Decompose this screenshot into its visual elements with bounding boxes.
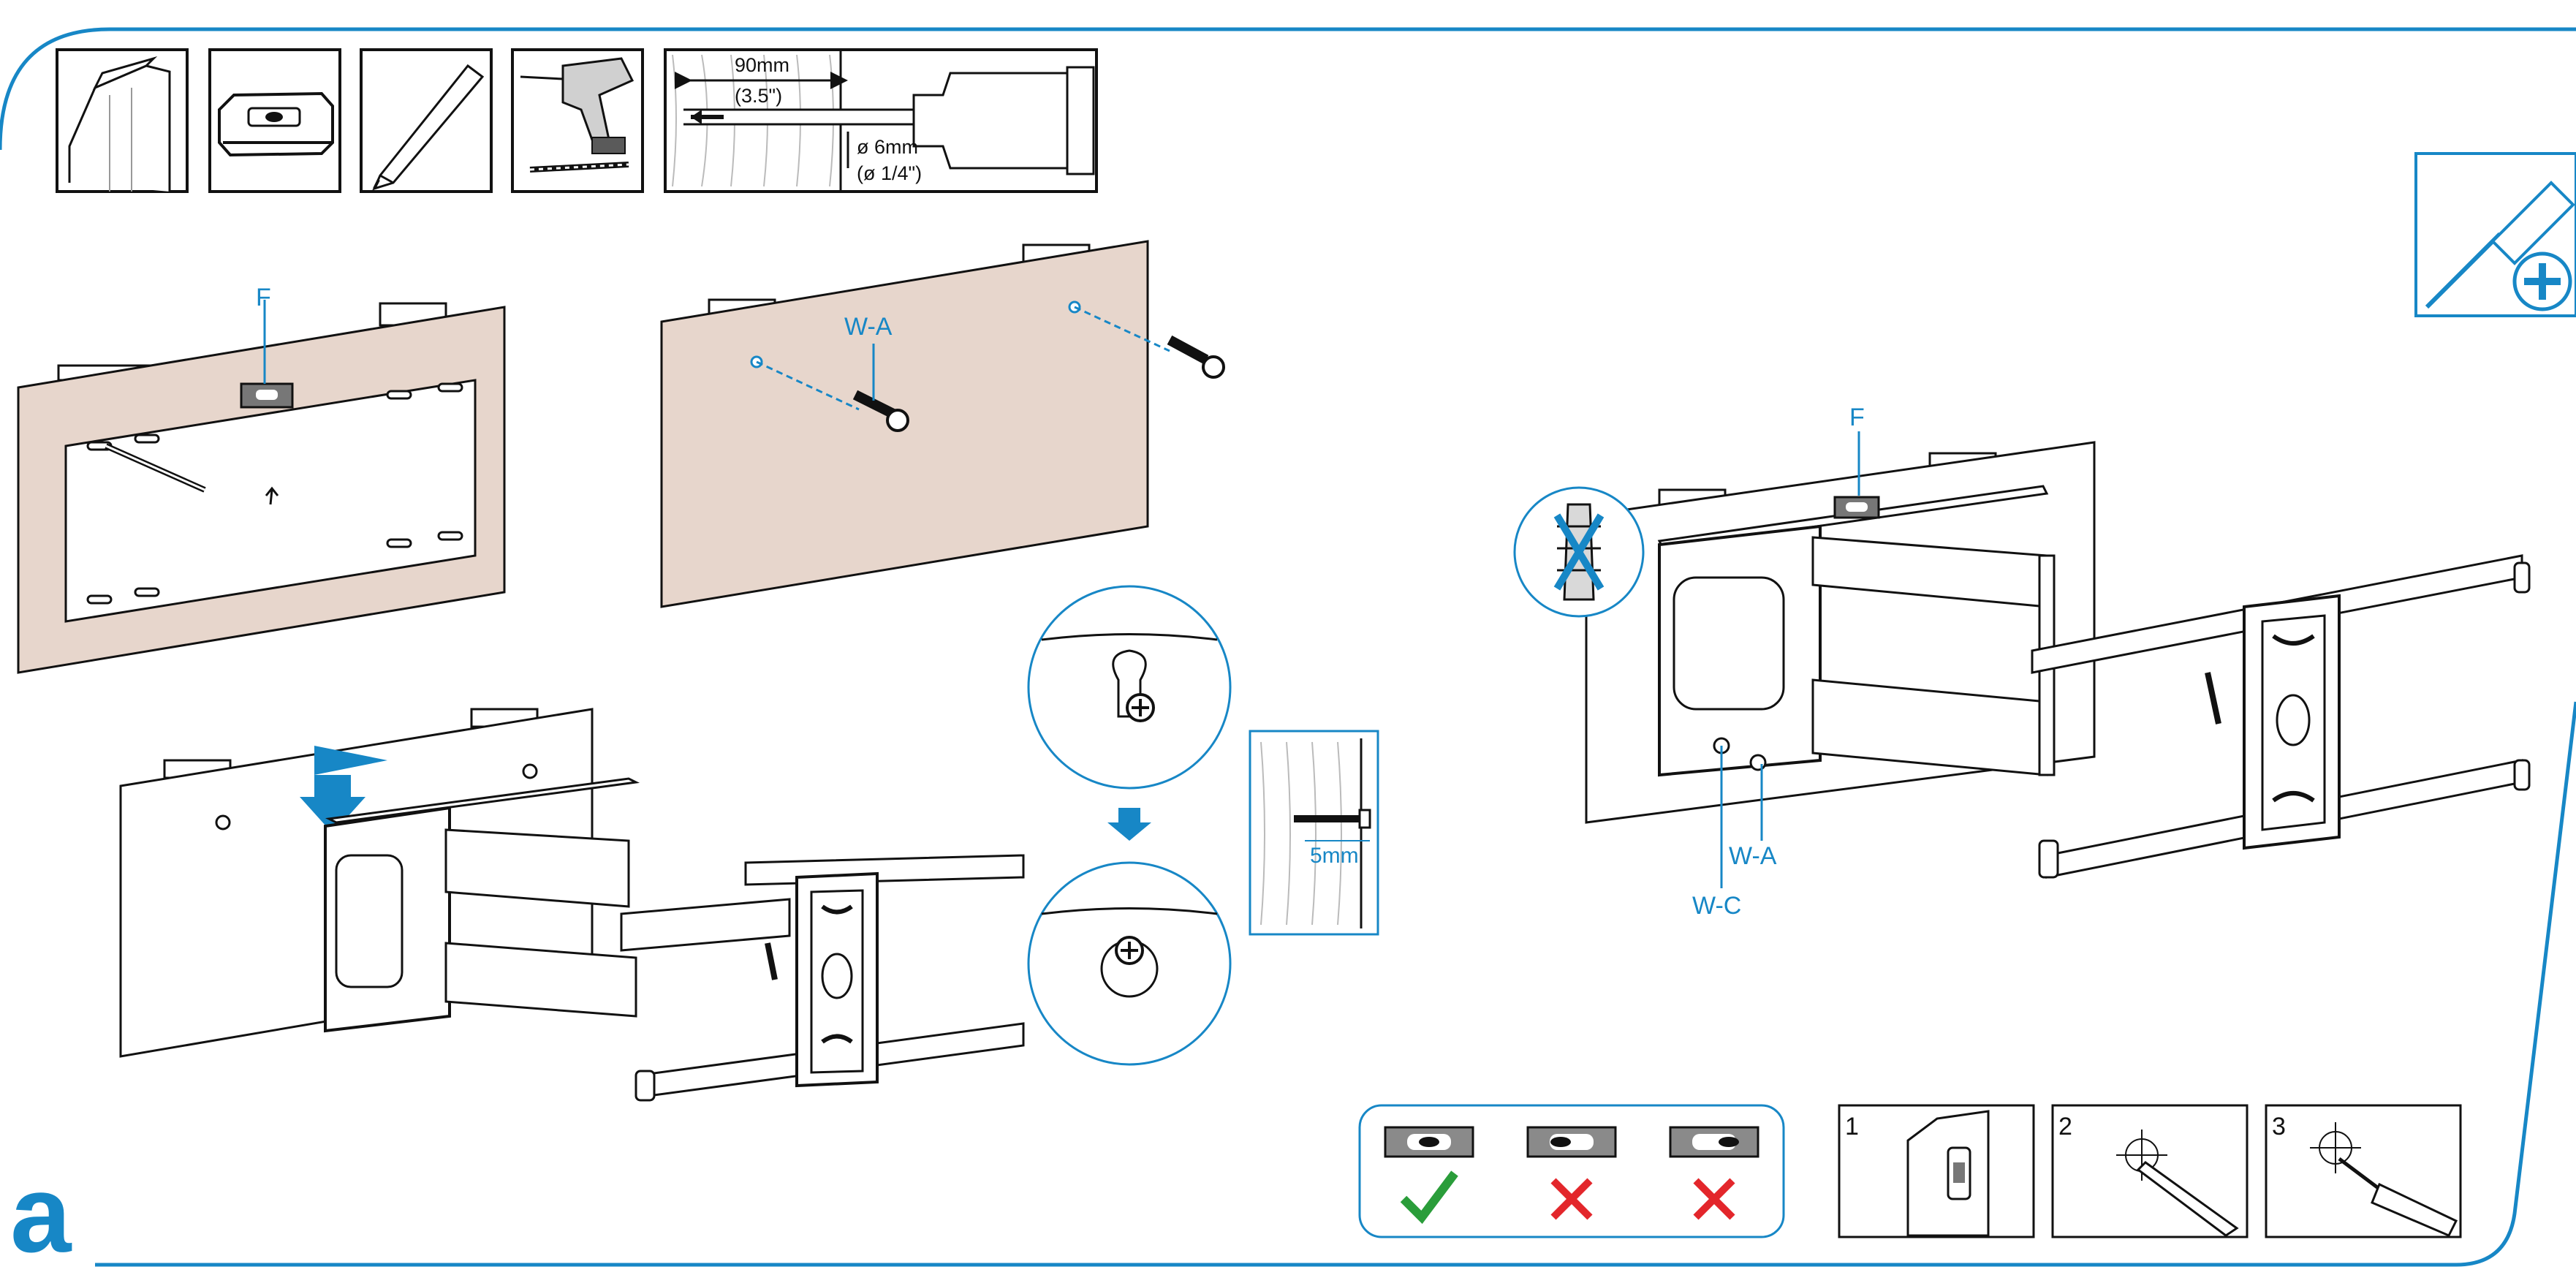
tools-row: 90mm (3.5") ø 6mm (ø 1/4")	[56, 48, 1098, 193]
drill-bit-label: ø 6mm	[857, 136, 918, 158]
drill-icon	[511, 48, 644, 193]
part-label-f-final: F	[1849, 404, 1865, 431]
page-frame	[0, 27, 2576, 151]
wall-panel-bolts: W-A	[660, 240, 1225, 608]
level-check-panel	[1358, 1104, 1785, 1238]
cross-icon	[1693, 1178, 1735, 1220]
part-label-f: F	[256, 284, 271, 311]
drill-bit-label-in: (ø 1/4")	[857, 162, 922, 184]
step-number-2: 2	[2058, 1113, 2072, 1140]
level-ok	[1384, 1126, 1474, 1225]
no-anchor-warning	[1513, 486, 1645, 618]
step-panel-3: 3	[2265, 1104, 2462, 1238]
stud-icon	[56, 48, 189, 193]
cross-icon	[1550, 1178, 1593, 1220]
level-icon	[208, 48, 341, 193]
part-label-wa-final: W-A	[1729, 842, 1777, 870]
step-panels: 1 2 3	[1838, 1104, 2462, 1238]
pencil-icon	[360, 48, 493, 193]
step-number-1: 1	[1845, 1113, 1859, 1140]
gap-label: 5mm	[1310, 844, 1359, 868]
page-frame-right	[95, 701, 2576, 1267]
screwdriver-icon	[2414, 152, 2576, 317]
part-label-wc: W-C	[1692, 892, 1741, 920]
final-mount: F W-A W-C	[1585, 404, 2531, 920]
mount-hang-step	[119, 708, 1025, 1102]
level-bad-left	[1526, 1126, 1617, 1220]
check-icon	[1400, 1170, 1458, 1225]
keyhole-detail	[1027, 585, 1232, 1066]
drill-depth-label-in: (3.5")	[735, 85, 782, 107]
wall-panel-mark: F	[17, 284, 506, 674]
gap-detail: 5mm	[1249, 730, 1379, 936]
part-label-wa: W-A	[844, 313, 893, 341]
page-letter: a	[10, 1152, 72, 1275]
level-bad-right	[1669, 1126, 1759, 1220]
drill-depth-label: 90mm	[735, 54, 789, 76]
drill-depth-detail: 90mm (3.5") ø 6mm (ø 1/4")	[664, 48, 1098, 193]
step-number-3: 3	[2272, 1113, 2286, 1140]
step-panel-1: 1	[1838, 1104, 2035, 1238]
step-panel-2: 2	[2051, 1104, 2249, 1238]
